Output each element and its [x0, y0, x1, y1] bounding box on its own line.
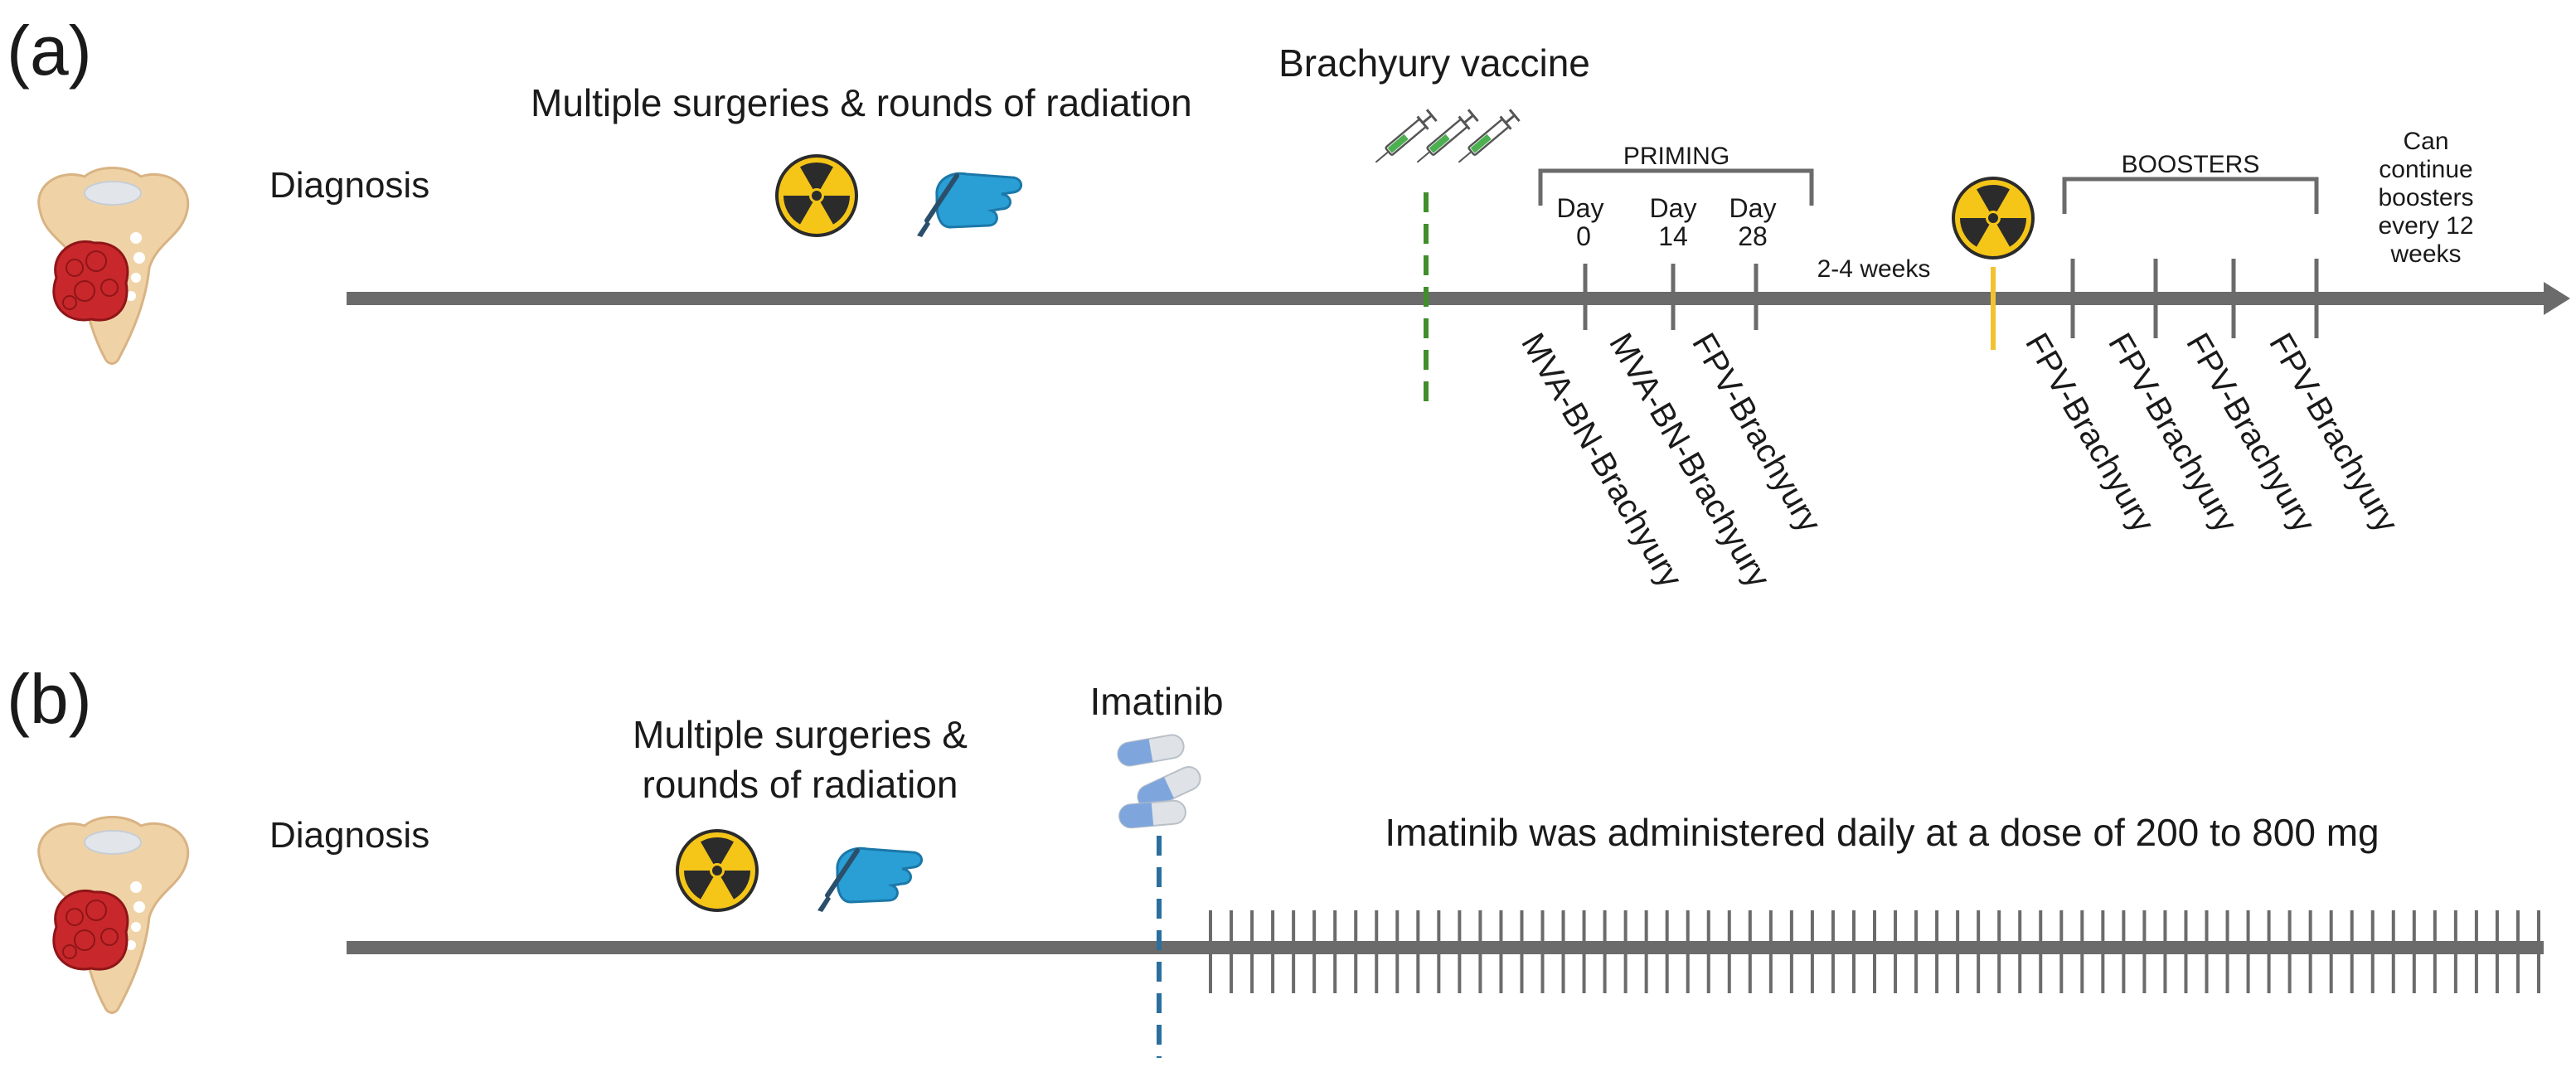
continue-note-line: continue: [2379, 156, 2472, 183]
diagnosis-label: Diagnosis: [269, 165, 429, 206]
syringe-icon: [1452, 107, 1521, 170]
diagnosis-label: Diagnosis: [269, 815, 429, 856]
timeline-a-arrowhead: [2544, 282, 2570, 315]
capsule-icon: [1115, 732, 1186, 769]
panel-b: (b) Diagnosis Multiple surgeries & round…: [7, 660, 2544, 1058]
capsule-icon: [1117, 798, 1188, 830]
priming-label: PRIMING: [1623, 143, 1729, 170]
boosters-label: BOOSTERS: [2122, 151, 2260, 178]
radiation-icon: [775, 154, 858, 237]
sacrum-tumor-icon: [37, 167, 190, 365]
day-28-number: 28: [1738, 221, 1768, 251]
vaccine-title: Brachyury vaccine: [1278, 41, 1590, 85]
history-label: Multiple surgeries &: [633, 713, 968, 756]
day-0-label: Day: [1557, 193, 1604, 223]
day-28-label: Day: [1729, 193, 1777, 223]
sacrum-tumor-icon: [37, 816, 190, 1014]
scalpel-hand-icon: [817, 848, 922, 912]
day-0-number: 0: [1576, 221, 1591, 251]
dosing-note: Imatinib was administered daily at a dos…: [1385, 811, 2379, 854]
continue-note-line: boosters: [2378, 184, 2473, 211]
radiation-icon: [1952, 177, 2035, 260]
interval-label: 2-4 weeks: [1817, 255, 1931, 283]
panel-b-label: (b): [7, 660, 92, 738]
panel-a: (a) Diagnosis Multiple surgeries & round…: [7, 12, 2570, 594]
priming-dose-label: MVA-BN-Brachyury: [1514, 327, 1689, 594]
continue-note-line: every 12: [2378, 212, 2473, 240]
imatinib-title: Imatinib: [1089, 680, 1223, 723]
syringe-icon: [1369, 107, 1438, 170]
radiation-icon: [676, 829, 759, 912]
history-label: Multiple surgeries & rounds of radiation: [531, 81, 1192, 124]
priming-bracket: [1538, 168, 1814, 206]
day-14-number: 14: [1658, 221, 1688, 251]
boosters-bracket: [2062, 177, 2319, 214]
priming-dose-label: MVA-BN-Brachyury: [1602, 327, 1777, 594]
history-label: rounds of radiation: [642, 763, 958, 806]
day-14-label: Day: [1650, 193, 1697, 223]
continue-note: Can continue boosters every 12 weeks: [2378, 128, 2473, 268]
continue-note-line: weeks: [2389, 240, 2461, 268]
continue-note-line: Can: [2403, 128, 2448, 155]
panel-a-label: (a): [7, 12, 92, 90]
syringe-icon: [1410, 107, 1480, 170]
daily-dose-ticks: [1209, 910, 2540, 993]
scalpel-hand-icon: [917, 173, 1021, 237]
